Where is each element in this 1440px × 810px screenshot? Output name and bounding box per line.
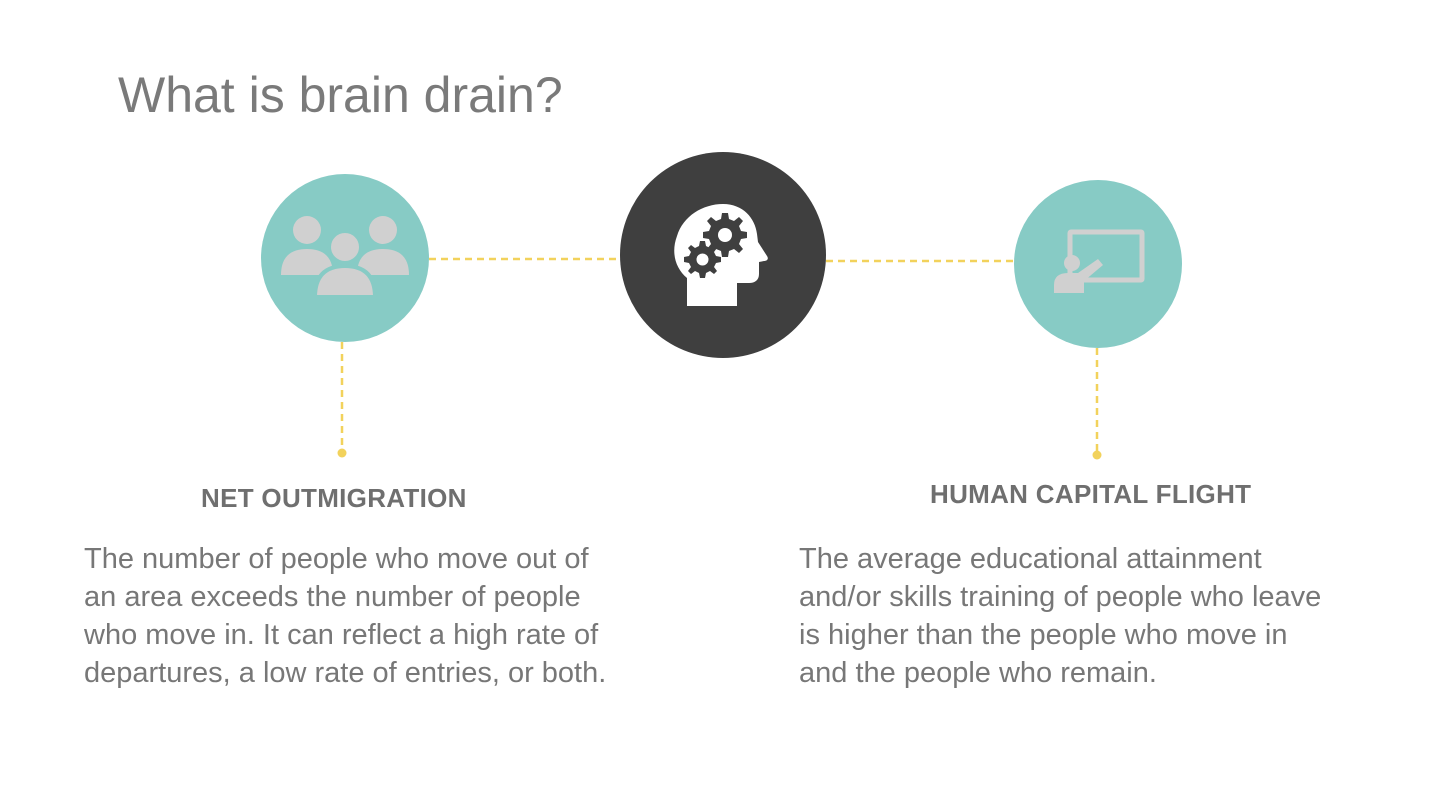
connector-left-dot (337, 448, 347, 458)
human-capital-flight-circle (1014, 180, 1182, 348)
description-line: an area exceeds the number of people (84, 581, 581, 613)
description-line: and/or skills training of people who lea… (799, 581, 1322, 613)
head-with-gears-icon (673, 200, 773, 310)
group-of-people-icon (279, 213, 411, 303)
slide-title: What is brain drain? (118, 67, 563, 123)
net-outmigration-description: The number of people who move out of an … (84, 540, 684, 692)
description-line: is higher than the people who move in (799, 619, 1288, 651)
teacher-at-board-icon (1048, 229, 1148, 299)
description-line: and the people who remain. (799, 657, 1157, 689)
brain-drain-circle (620, 152, 826, 358)
description-line: departures, a low rate of entries, or bo… (84, 657, 607, 689)
connector-right-dot (1092, 450, 1102, 460)
description-line: who move in. It can reflect a high rate … (84, 619, 599, 651)
net-outmigration-heading: NET OUTMIGRATION (201, 483, 467, 513)
description-line: The average educational attainment (799, 543, 1262, 575)
net-outmigration-circle (261, 174, 429, 342)
description-line: The number of people who move out of (84, 543, 589, 575)
human-capital-flight-description: The average educational attainment and/o… (799, 540, 1399, 692)
human-capital-flight-heading: HUMAN CAPITAL FLIGHT (930, 479, 1252, 509)
